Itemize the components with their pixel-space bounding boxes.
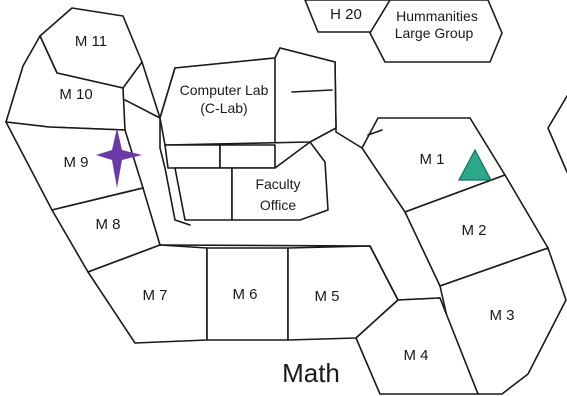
room-m5-label: M 5 bbox=[314, 288, 339, 305]
room-m8-label: M 8 bbox=[95, 216, 120, 233]
room-m5[interactable]: M 5 bbox=[287, 245, 399, 341]
room-computer-lab[interactable]: Computer Lab (C-Lab) bbox=[159, 47, 337, 146]
room-m4-label: M 4 bbox=[403, 347, 428, 364]
room-m3-label: M 3 bbox=[489, 307, 514, 324]
room-computer-lab-label-2: (C-Lab) bbox=[200, 100, 247, 116]
room-m7[interactable]: M 7 bbox=[87, 244, 208, 344]
room-m2[interactable]: M 2 bbox=[404, 174, 549, 287]
room-humanities-large-group[interactable]: Hummanities Large Group bbox=[369, 0, 503, 63]
area-label-math: Math bbox=[282, 358, 340, 388]
four-point-star-icon bbox=[96, 128, 142, 188]
room-m2-label: M 2 bbox=[461, 222, 486, 239]
room-m6[interactable]: M 6 bbox=[206, 247, 289, 341]
corridor-wall-2 bbox=[124, 99, 191, 226]
room-humanities-label-2: Large Group bbox=[395, 25, 474, 41]
room-faculty-office-label-2: Office bbox=[260, 197, 297, 213]
room-m1[interactable]: M 1 bbox=[361, 117, 506, 213]
room-humanities-label-1: Hummanities bbox=[396, 8, 478, 24]
room-faculty-office-label-1: Faculty bbox=[255, 176, 300, 192]
room-m10-label: M 10 bbox=[59, 86, 92, 103]
room-m9[interactable]: M 9 bbox=[5, 121, 144, 211]
adjacent-building-edge bbox=[547, 95, 567, 173]
room-computer-lab-label-1: Computer Lab bbox=[180, 82, 269, 98]
room-m6-label: M 6 bbox=[232, 286, 257, 303]
room-m9-label: M 9 bbox=[63, 154, 88, 171]
room-faculty-office[interactable]: Faculty Office bbox=[231, 141, 329, 221]
room-m1-label: M 1 bbox=[419, 151, 444, 168]
triangle-icon bbox=[458, 148, 492, 181]
room-m7-label: M 7 bbox=[142, 287, 167, 304]
room-m4[interactable]: M 4 bbox=[355, 297, 479, 395]
storage-rooms bbox=[164, 144, 276, 221]
room-m11-label: M 11 bbox=[75, 33, 107, 50]
room-h20-label: H 20 bbox=[330, 6, 362, 23]
room-h20[interactable]: H 20 bbox=[304, 0, 391, 33]
